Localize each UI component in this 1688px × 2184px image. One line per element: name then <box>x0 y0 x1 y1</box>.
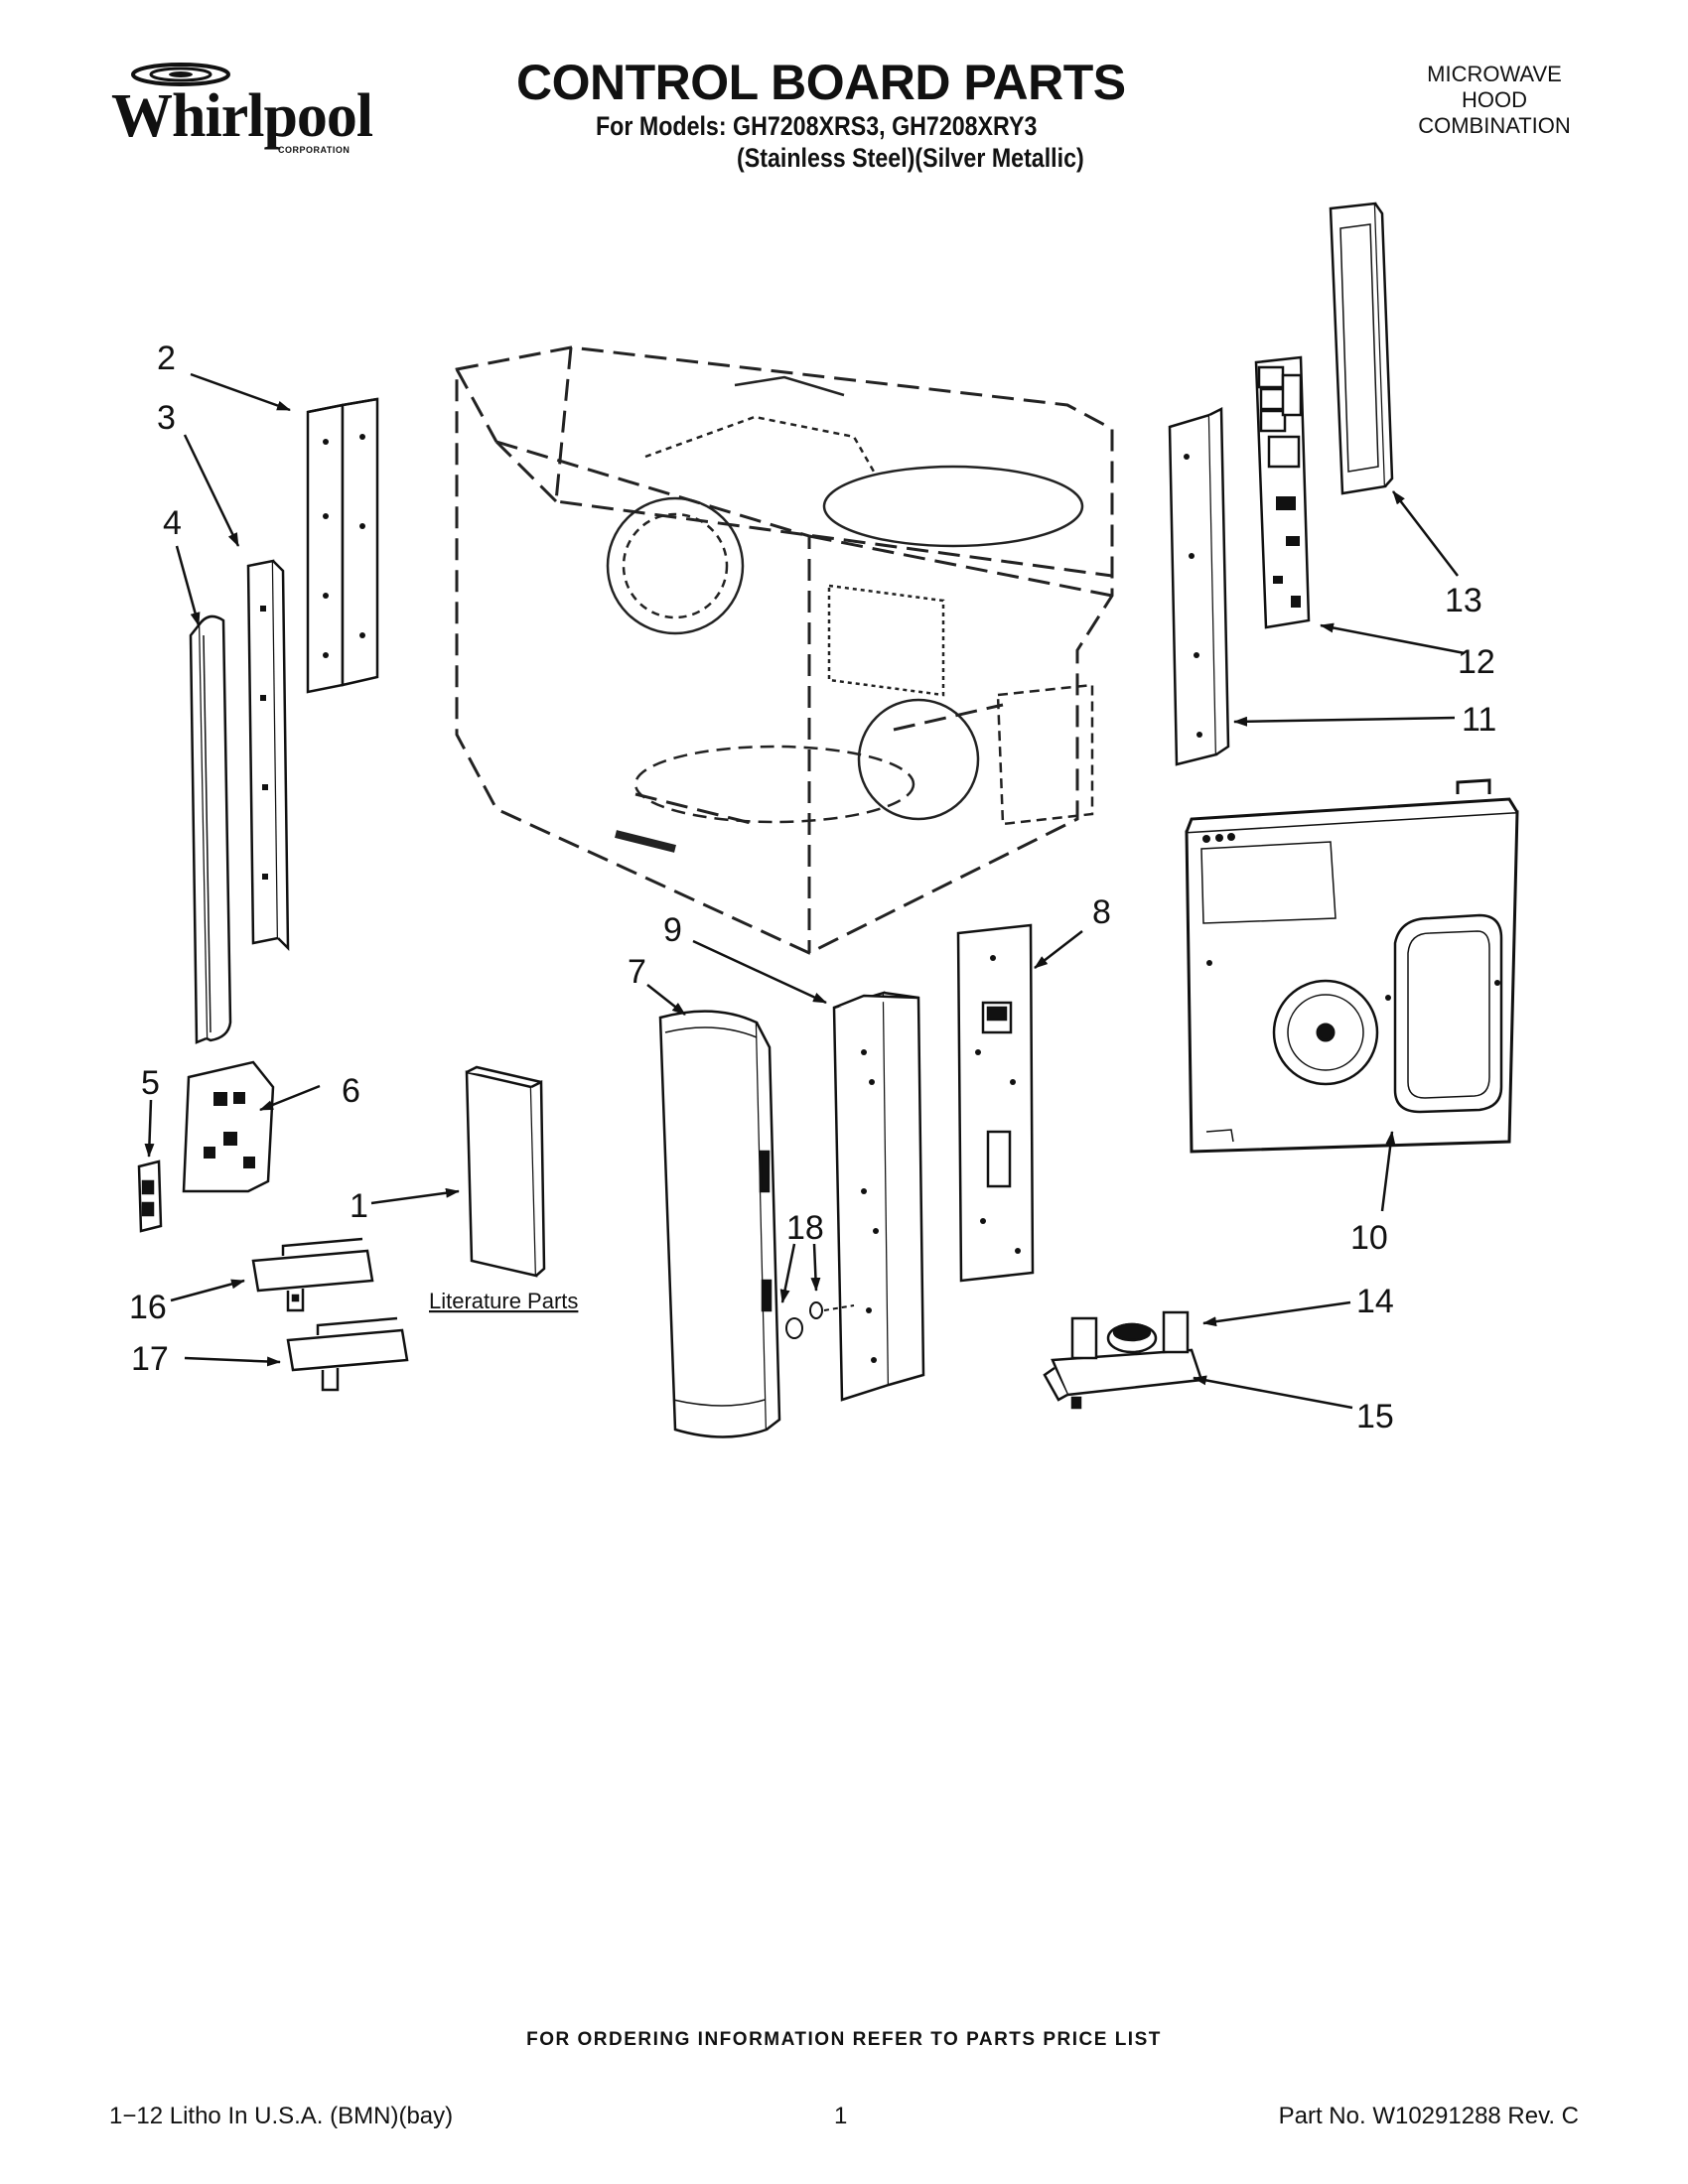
part-11-side-strip <box>1168 406 1230 766</box>
part-4-side-trim <box>189 614 232 1044</box>
callout-17: 17 <box>131 1340 169 1378</box>
callout-11: 11 <box>1462 701 1496 739</box>
part-6-keypad-board <box>182 1060 275 1193</box>
callout-15: 15 <box>1356 1398 1394 1435</box>
callout-14: 14 <box>1356 1283 1394 1320</box>
callout-2: 2 <box>157 340 176 377</box>
callout-18: 18 <box>786 1209 824 1247</box>
cavity-details <box>606 375 1094 853</box>
logo-swirl-icon <box>131 63 230 86</box>
part-number: Part No. W10291288 Rev. C <box>1278 2103 1579 2129</box>
callout-1: 1 <box>350 1187 368 1225</box>
ordering-info: FOR ORDERING INFORMATION REFER TO PARTS … <box>526 2029 1162 2050</box>
part-17-bracket <box>286 1316 409 1392</box>
page-title: CONTROL BOARD PARTS <box>516 55 1126 110</box>
model-numbers: For Models: GH7208XRS3, GH7208XRY3 <box>596 111 1038 141</box>
callout-4: 4 <box>163 504 182 542</box>
product-type-line: COMBINATION <box>1418 113 1571 138</box>
page-number: 1 <box>834 2103 848 2129</box>
microwave-cavity-outline <box>455 345 1114 955</box>
callout-10: 10 <box>1350 1219 1388 1257</box>
part-3-mounting-strip <box>246 559 290 952</box>
literature-parts-label: Literature Parts <box>429 1289 578 1313</box>
part-10-outer-panel <box>1185 778 1519 1154</box>
product-type: MICROWAVE HOOD COMBINATION <box>1390 62 1599 139</box>
product-type-line: MICROWAVE <box>1427 62 1562 86</box>
part-18-fasteners <box>785 1301 855 1339</box>
logo-wordmark: Whirlpool <box>111 82 373 150</box>
part-2-side-bracket <box>306 397 379 694</box>
product-type-line: HOOD <box>1462 87 1527 112</box>
model-variants: (Stainless Steel)(Silver Metallic) <box>737 143 1084 173</box>
litho-info: 1−12 Litho In U.S.A. (BMN)(bay) <box>109 2103 454 2129</box>
part-12-control-board <box>1254 355 1311 629</box>
leader-arrows <box>144 372 1466 1410</box>
callout-6: 6 <box>342 1072 360 1110</box>
whirlpool-logo: Whirlpool CORPORATION <box>111 60 373 159</box>
part-8-control-plate <box>956 923 1035 1283</box>
logo-corporation: CORPORATION <box>278 145 351 155</box>
callout-8: 8 <box>1092 893 1111 931</box>
callout-7: 7 <box>628 953 646 991</box>
callout-5: 5 <box>141 1064 160 1102</box>
part-5-switch <box>137 1160 163 1233</box>
part-1-literature <box>465 1065 546 1278</box>
callout-16: 16 <box>129 1289 167 1326</box>
part-16-bracket <box>251 1237 374 1312</box>
part-15-switch-base <box>1043 1366 1082 1410</box>
part-14-switch-assembly <box>1051 1310 1203 1397</box>
callout-3: 3 <box>157 399 176 437</box>
part-9-panel-support <box>832 991 925 1402</box>
part-13-board-cover <box>1329 202 1394 495</box>
callout-12: 12 <box>1458 643 1495 681</box>
part-7-control-panel-front <box>658 1010 781 1438</box>
callout-9: 9 <box>663 911 682 949</box>
exploded-parts-diagram: Literature Parts <box>129 202 1519 1438</box>
callout-13: 13 <box>1445 582 1482 619</box>
